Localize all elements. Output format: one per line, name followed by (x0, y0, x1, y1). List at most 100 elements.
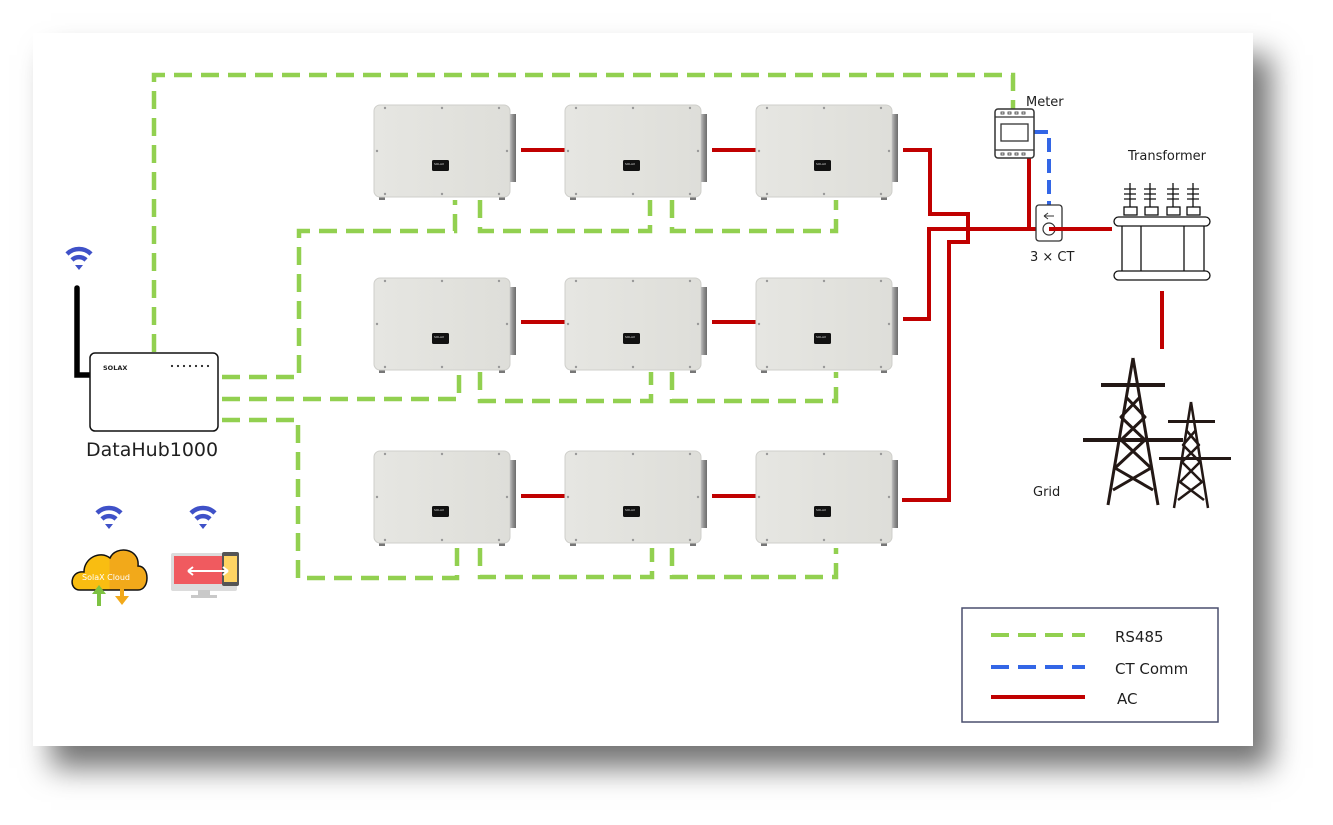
inverter-brand: SOLAX (816, 508, 826, 512)
inverter-screw (505, 495, 509, 499)
inverter-screw (383, 452, 387, 456)
transformer-device[interactable]: Transformer (1113, 149, 1211, 281)
inverter[interactable]: SOLAX (564, 277, 707, 373)
inverter-screw (887, 149, 891, 153)
inverter-display (814, 160, 831, 171)
rs485-row2-2-3 (669, 372, 839, 404)
upload-arrow-icon (92, 585, 106, 606)
ct-label: 3 × CT (1030, 250, 1075, 265)
inverter-display (432, 506, 449, 517)
inverter-screw (631, 538, 635, 542)
inverter-screw (383, 106, 387, 110)
inverter-body (564, 277, 702, 371)
inverter-screw (497, 106, 501, 110)
inverter-screw (879, 192, 883, 196)
datahub-device[interactable]: SOLAX DataHub1000 (74, 285, 219, 461)
inverter-screw (440, 452, 444, 456)
inverter-screw (574, 452, 578, 456)
inverter-heatsink (510, 460, 516, 528)
inverter-screw (765, 538, 769, 542)
inverter-heatsink (701, 114, 707, 182)
inverter-display (623, 160, 640, 171)
cloud-icon[interactable]: SolaX Cloud (71, 549, 148, 606)
rs485-row3-2-3 (669, 548, 839, 580)
datahub-leds (170, 364, 210, 368)
inverter-screw (631, 106, 635, 110)
inverter-screw (822, 365, 826, 369)
inverter-screw (566, 495, 570, 499)
inverter-display (623, 333, 640, 344)
inverter-body (564, 450, 702, 544)
meter-device[interactable]: Meter (994, 95, 1064, 159)
inverter[interactable]: SOLAX (755, 277, 898, 373)
inverter-screw (879, 279, 883, 283)
datahub-brand: SOLAX (103, 364, 127, 372)
inverter-screw (505, 322, 509, 326)
monitor-phone-icon[interactable] (171, 552, 239, 598)
inverter[interactable]: SOLAX (755, 104, 898, 200)
inverter-screw (574, 279, 578, 283)
inverter-heatsink (510, 287, 516, 355)
inverter-screw (497, 365, 501, 369)
ct-device[interactable]: 3 × CT (1030, 204, 1112, 265)
inverter[interactable]: SOLAX (564, 450, 707, 546)
inverter-screw (574, 365, 578, 369)
inverter-screw (505, 149, 509, 153)
wifi-icon (95, 505, 123, 529)
grid-label: Grid (1033, 485, 1060, 500)
inverter-brand: SOLAX (816, 335, 826, 339)
inverter-array: SOLAX SOLAX SOLAX SOLAX SOLAX SOLAX SOLAX SOLAX… (373, 104, 898, 546)
inverter-screw (375, 149, 379, 153)
legend: RS485 CT Comm AC (961, 607, 1219, 723)
legend-label: RS485 (1115, 628, 1164, 646)
rs485-row2-1-2 (477, 372, 654, 404)
inverter-screw (879, 538, 883, 542)
inverter-screw (765, 192, 769, 196)
inverter-display (814, 506, 831, 517)
inverter-screw (757, 149, 761, 153)
inverter-screw (497, 279, 501, 283)
ac-lines (521, 148, 1164, 502)
inverter-screw (879, 106, 883, 110)
inverter[interactable]: SOLAX (564, 104, 707, 200)
legend-item-ct-comm: CT Comm (991, 660, 1188, 678)
inverter-screw (631, 192, 635, 196)
inverter-screw (440, 106, 444, 110)
inverter-screw (574, 192, 578, 196)
rs485-row1-1-2 (477, 200, 653, 234)
inverter-screw (765, 365, 769, 369)
inverter-display (432, 160, 449, 171)
inverter[interactable]: SOLAX (373, 104, 516, 200)
inverter[interactable]: SOLAX (755, 450, 898, 546)
antenna-icon (74, 285, 95, 378)
inverter-screw (688, 538, 692, 542)
inverter-screw (879, 452, 883, 456)
transformer-label: Transformer (1127, 149, 1207, 164)
power-tower-icon[interactable] (1083, 357, 1231, 509)
inverter-screw (574, 106, 578, 110)
inverter-screw (383, 365, 387, 369)
inverter-heatsink (892, 287, 898, 355)
inverter-brand: SOLAX (625, 162, 635, 166)
inverter-screw (887, 322, 891, 326)
inverter-screw (696, 149, 700, 153)
rs485-hub-to-row1 (222, 200, 458, 380)
inverter-screw (631, 452, 635, 456)
inverter[interactable]: SOLAX (373, 450, 516, 546)
inverter-screw (688, 279, 692, 283)
rs485-row3-1-2 (477, 548, 655, 580)
inverter[interactable]: SOLAX (373, 277, 516, 373)
rs485-lines (151, 72, 1016, 581)
inverter-brand: SOLAX (434, 335, 444, 339)
inverter-brand: SOLAX (434, 508, 444, 512)
inverter-body (564, 104, 702, 198)
inverter-screw (688, 106, 692, 110)
inverter-screw (757, 495, 761, 499)
inverter-body (373, 104, 511, 198)
cloud-label: SolaX Cloud (82, 573, 130, 582)
inverter-screw (574, 538, 578, 542)
rs485-row1-2-3 (669, 200, 839, 234)
inverter-screw (497, 452, 501, 456)
inverter-display (432, 333, 449, 344)
